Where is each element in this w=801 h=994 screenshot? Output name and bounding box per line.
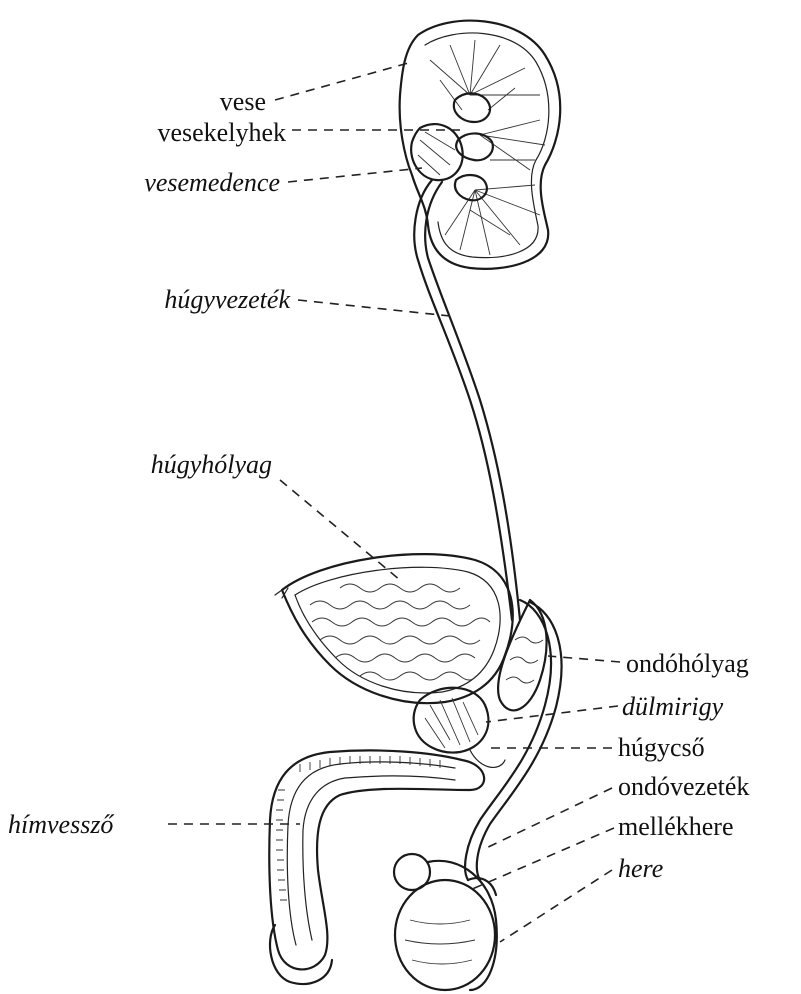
penis-drawing — [269, 750, 484, 984]
bladder-drawing — [275, 554, 513, 703]
label-himvesszo: hímvessző — [8, 812, 113, 838]
kidney-drawing — [400, 21, 561, 269]
label-ondoholyag: ondóhólyag — [626, 651, 749, 677]
leader-ondoholyag — [548, 656, 620, 662]
label-hugyholyag: húgyhólyag — [80, 452, 272, 478]
label-here: here — [618, 856, 663, 882]
label-vesekelyhek: vesekelyhek — [100, 120, 286, 146]
label-mellekhere: mellékhere — [618, 814, 734, 840]
testis-drawing — [394, 854, 497, 990]
leader-ondovezetek — [482, 788, 612, 850]
label-hugycso: húgycső — [618, 735, 705, 761]
label-vese: vese — [130, 89, 266, 115]
label-dulmirigy: dülmirigy — [622, 694, 723, 720]
leader-mellekhere — [470, 828, 614, 890]
label-ondovezetek: ondóvezeték — [618, 774, 749, 800]
leader-hugyvezetek — [298, 300, 450, 316]
leader-here — [500, 870, 612, 942]
label-hugyvezetek: húgyvezeték — [90, 287, 290, 313]
label-vesemedence: vesemedence — [80, 170, 280, 196]
leader-vesemedence — [288, 168, 422, 182]
seminal-vesicle-drawing — [465, 600, 561, 880]
leader-vese — [275, 62, 412, 100]
